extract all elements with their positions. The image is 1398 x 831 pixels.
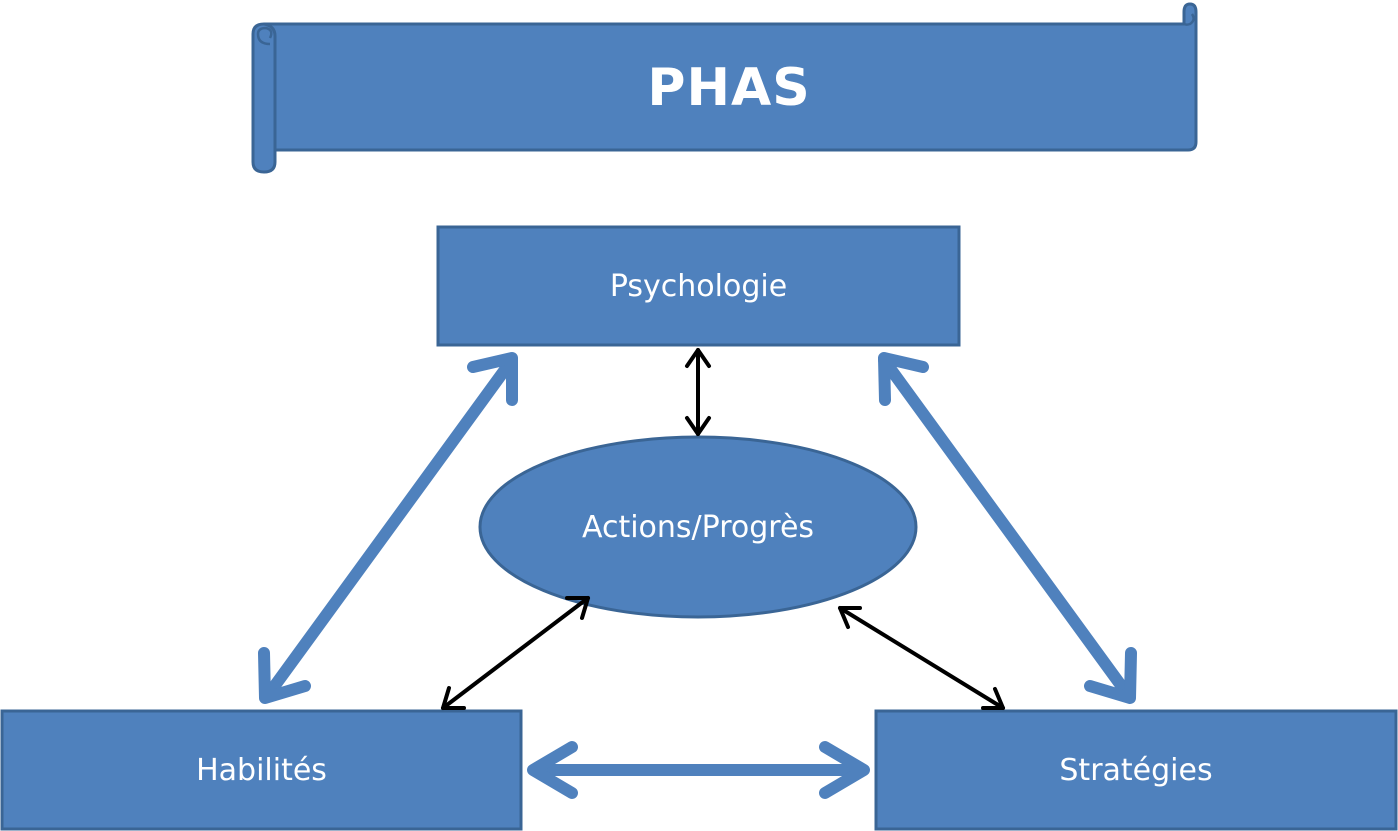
connector-actions-habilites — [441, 596, 590, 710]
blue-connectors — [258, 352, 1137, 799]
banner-curl-left — [263, 22, 277, 150]
banner-curl-right — [1182, 12, 1195, 26]
black-connectors — [441, 348, 1005, 710]
connector-habilites-strategies — [527, 741, 870, 799]
connector-actions-strategies — [838, 606, 1005, 710]
connector-psychologie-habilites — [258, 352, 518, 704]
actions-progres-ellipse — [478, 435, 918, 619]
banner-body — [251, 2, 1198, 174]
psychologie-box — [436, 225, 961, 347]
phas-banner — [251, 2, 1198, 174]
strategies-box — [874, 709, 1398, 831]
connector-psychologie-strategies — [878, 352, 1137, 704]
banner-curl-left-roll — [256, 26, 273, 46]
habilites-box — [0, 709, 523, 831]
connector-psychologie-actions — [685, 348, 711, 436]
